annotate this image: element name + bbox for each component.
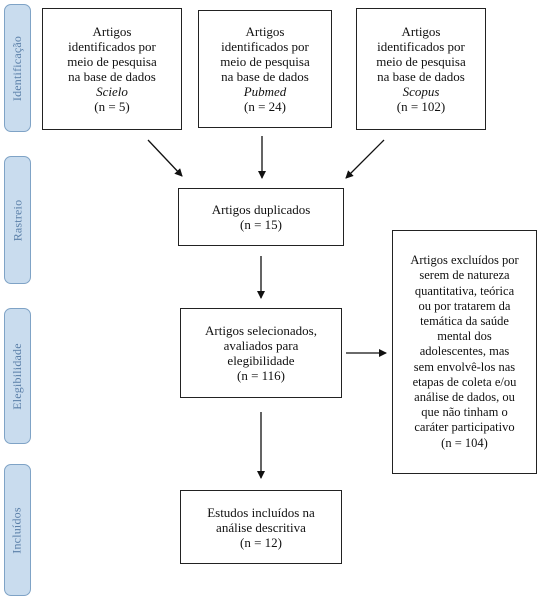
excluded-line-12: caráter participativo	[414, 420, 515, 435]
excluded-line-3: quantitativa, teórica	[414, 283, 515, 298]
source-pubmed-database: Pubmed	[243, 84, 287, 99]
excluded-line-10: análise de dados, ou	[414, 390, 515, 404]
source-scopus-line-4: na base de dados	[377, 69, 465, 84]
source-scielo-database: Scielo	[96, 84, 128, 99]
included-line-1: Estudos incluídos na	[207, 504, 315, 520]
source-box-scopus: Artigos identificados por meio de pesqui…	[356, 8, 486, 130]
source-scopus-count: (n = 102)	[396, 99, 446, 114]
duplicates-count: (n = 15)	[239, 217, 282, 232]
phase-incluidos: Incluídos	[4, 464, 31, 596]
included-box: Estudos incluídos na análise descritiva …	[180, 490, 342, 564]
source-scielo-line-3: meio de pesquisa	[67, 54, 157, 69]
excluded-line-4: ou por tratarem da	[418, 298, 511, 313]
phase-rastreio: Rastreio	[4, 156, 31, 284]
included-line-2: análise descritiva	[216, 519, 306, 535]
selected-line-3: elegibilidade	[227, 353, 295, 368]
excluded-line-1: Artigos excluídos por	[410, 253, 519, 268]
excluded-line-2: serem de natureza	[419, 268, 510, 283]
source-scopus-database: Scopus	[402, 84, 440, 99]
source-box-pubmed: Artigos identificados por meio de pesqui…	[198, 10, 332, 128]
source-pubmed-line-2: identificados por	[221, 39, 309, 54]
duplicates-box: Artigos duplicados (n = 15)	[178, 188, 344, 246]
excluded-line-5: temática da saúde	[420, 313, 509, 328]
selected-count: (n = 116)	[236, 368, 285, 383]
source-scielo-line-4: na base de dados	[68, 69, 156, 84]
excluded-line-7: adolescentes, mas	[419, 344, 510, 359]
source-pubmed-count: (n = 24)	[243, 99, 286, 114]
phase-identificacao: Identificação	[4, 4, 31, 132]
excluded-line-6: mental dos	[437, 329, 492, 344]
excluded-line-9: etapas de coleta e/ou	[412, 374, 517, 389]
selected-line-1: Artigos selecionados,	[205, 323, 317, 338]
source-pubmed-line-1: Artigos	[245, 24, 285, 39]
excluded-count: (n = 104)	[441, 435, 488, 450]
source-scopus-line-2: identificados por	[377, 39, 465, 54]
source-pubmed-line-4: na base de dados	[221, 69, 309, 84]
source-pubmed-line-3: meio de pesquisa	[220, 54, 310, 69]
source-scielo-count: (n = 5)	[94, 99, 130, 114]
excluded-line-11: que não tinham o	[421, 405, 508, 420]
selected-line-2: avaliados para	[223, 338, 299, 353]
duplicates-label: Artigos duplicados	[211, 202, 311, 217]
source-scopus-line-1: Artigos	[401, 24, 441, 39]
phase-elegibilidade: Elegibilidade	[4, 308, 31, 444]
selected-box: Artigos selecionados, avaliados para ele…	[180, 308, 342, 398]
source-scielo-line-2: identificados por	[68, 39, 156, 54]
included-count: (n = 12)	[239, 534, 282, 550]
excluded-box: Artigos excluídos por serem de natureza …	[392, 230, 537, 474]
excluded-line-8: sem envolvê-los nas	[413, 359, 516, 374]
arrow-scopus-to-duplicates	[345, 139, 385, 179]
arrow-scielo-to-duplicates	[147, 139, 183, 177]
source-scielo-line-1: Artigos	[92, 24, 132, 39]
source-scopus-line-3: meio de pesquisa	[376, 54, 466, 69]
source-box-scielo: Artigos identificados por meio de pesqui…	[42, 8, 182, 130]
